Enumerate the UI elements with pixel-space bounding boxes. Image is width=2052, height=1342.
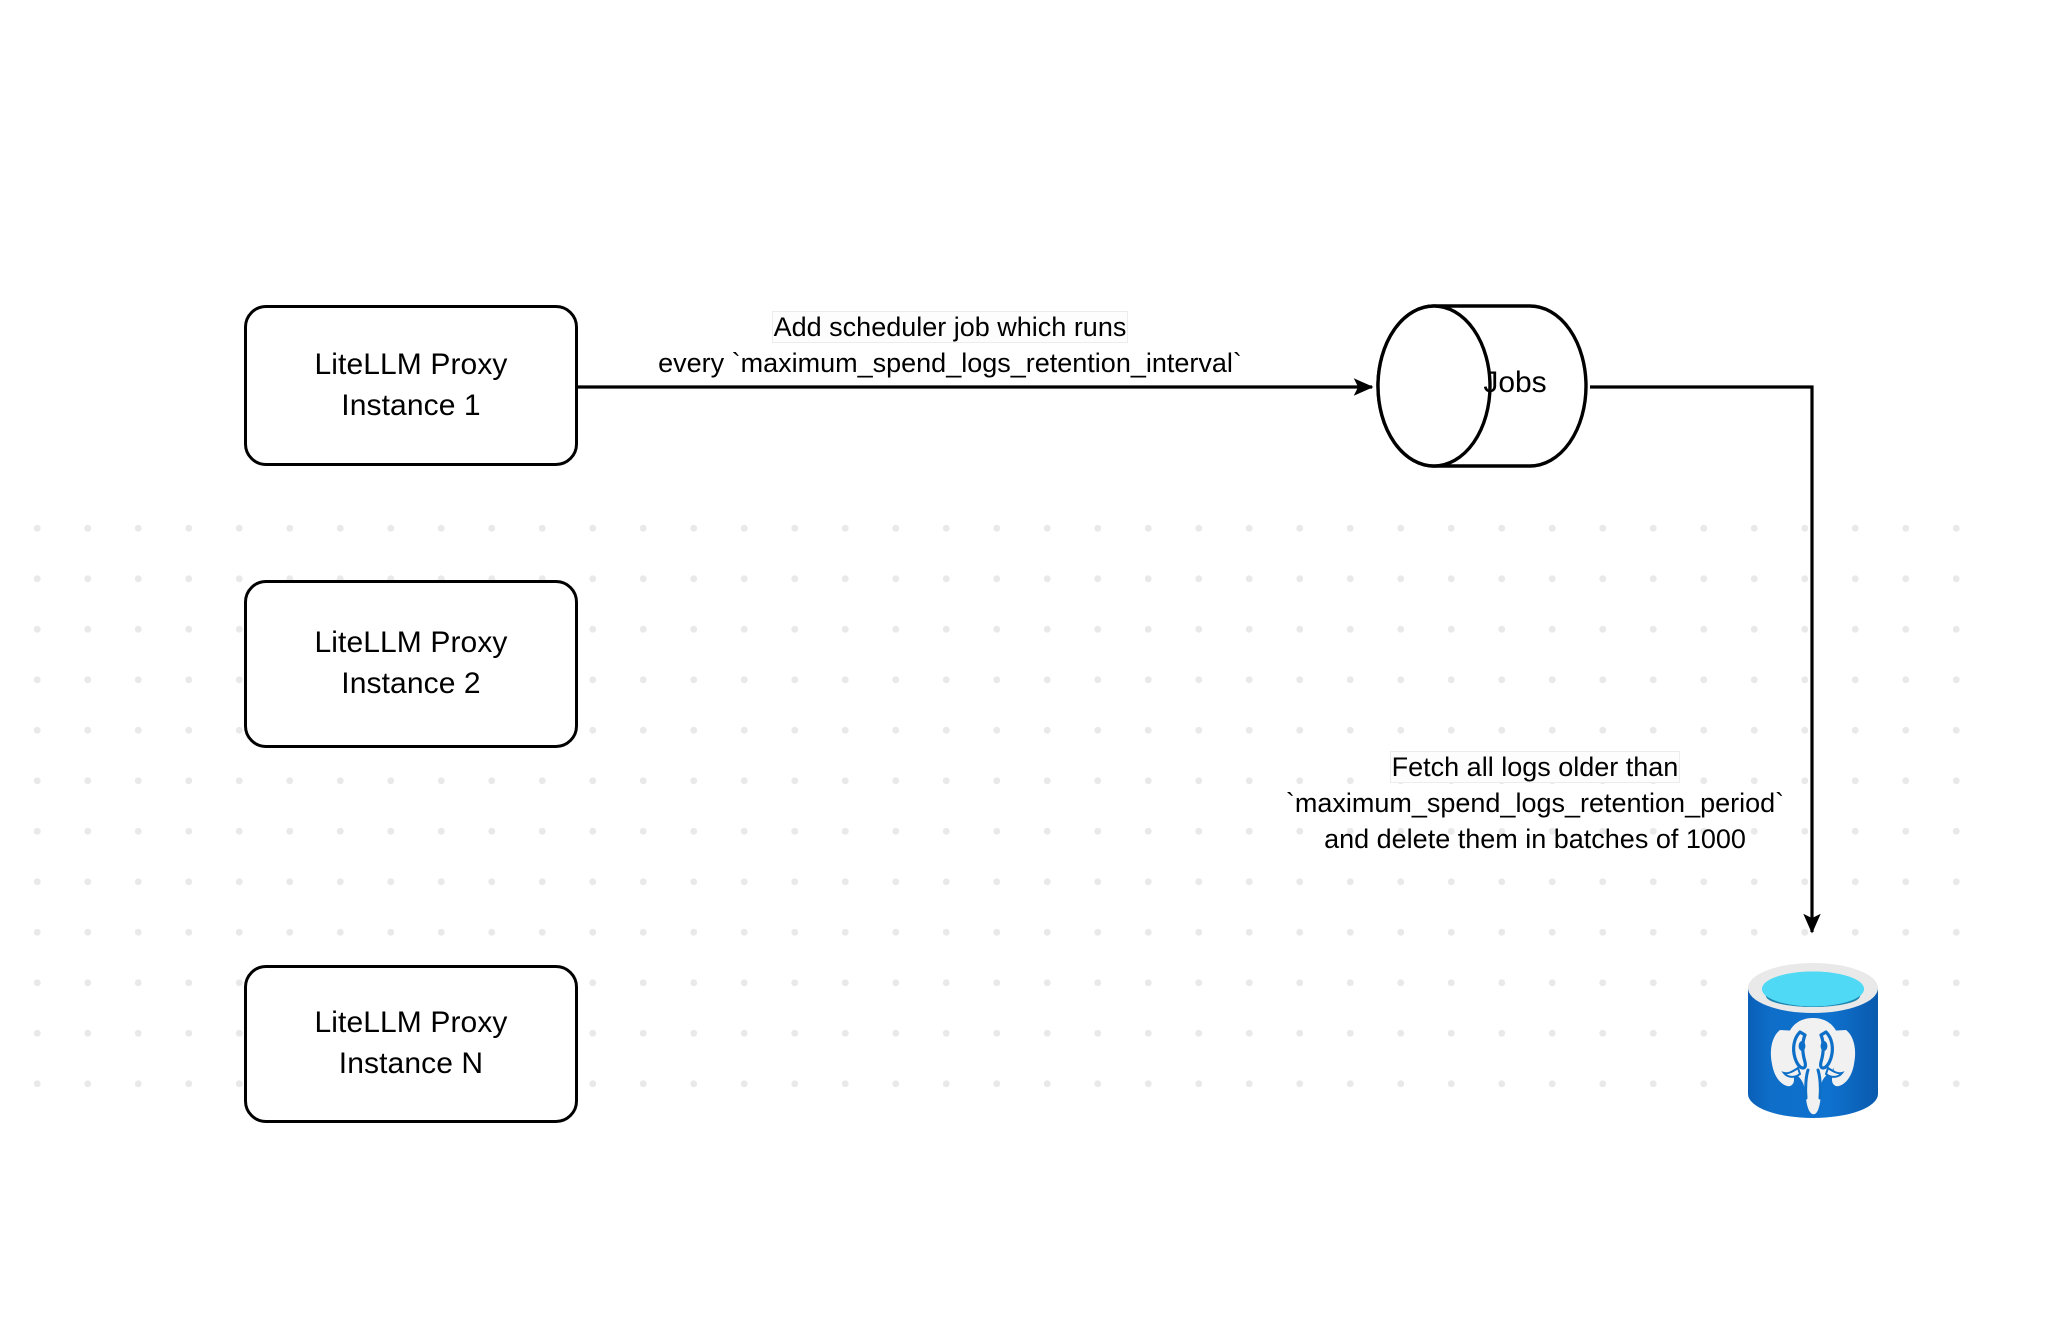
node-label-line1: LiteLLM Proxy (314, 347, 508, 381)
node-litellm-proxy-instance-1[interactable]: LiteLLM Proxy Instance 1 (244, 305, 578, 466)
edge-label-fetch: Fetch all logs older than `maximum_spend… (1250, 750, 1820, 858)
elephant-logo (1770, 1018, 1856, 1115)
node-label-line2: Instance N (338, 1047, 484, 1080)
node-label-line2: Instance 2 (341, 667, 481, 700)
node-litellm-proxy-instance-n[interactable]: LiteLLM Proxy Instance N (244, 965, 578, 1123)
jobs-cylinder-shape (1376, 304, 1588, 468)
edge-jobs-to-database (1590, 385, 1821, 934)
edge-label-line2: `maximum_spend_logs_retention_period` (1285, 787, 1785, 818)
node-jobs-label[interactable]: Jobs (1483, 366, 1547, 399)
postgresql-database-icon[interactable] (1742, 952, 1884, 1130)
node-litellm-proxy-instance-2[interactable]: LiteLLM Proxy Instance 2 (244, 580, 578, 748)
node-label-line1: LiteLLM Proxy (314, 1006, 508, 1040)
edge-label-line3: and delete them in batches of 1000 (1324, 823, 1746, 854)
db-top-surface-overlay (1762, 971, 1864, 1007)
node-label-line2: Instance 1 (341, 388, 481, 422)
edge-label-line2: every `maximum_spend_logs_retention_inte… (658, 347, 1242, 378)
node-label-line1: LiteLLM Proxy (314, 626, 508, 660)
edge-label-line1: Fetch all logs older than (1390, 752, 1680, 782)
edge-label-line1: Add scheduler job which runs (772, 312, 1128, 342)
edge-label-scheduler: Add scheduler job which runs every `maxi… (620, 310, 1280, 382)
